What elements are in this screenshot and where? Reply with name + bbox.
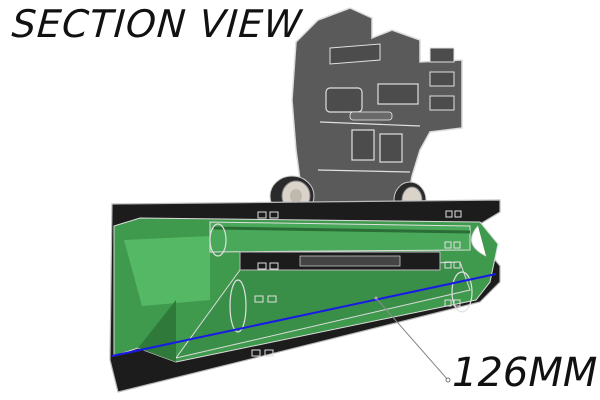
leader-line bbox=[374, 296, 451, 383]
mount-block bbox=[291, 7, 463, 211]
seal-grooves bbox=[251, 210, 462, 357]
dimension-label: 126MM bbox=[452, 350, 598, 396]
tube-section bbox=[113, 217, 499, 363]
measurement-line bbox=[111, 273, 497, 357]
